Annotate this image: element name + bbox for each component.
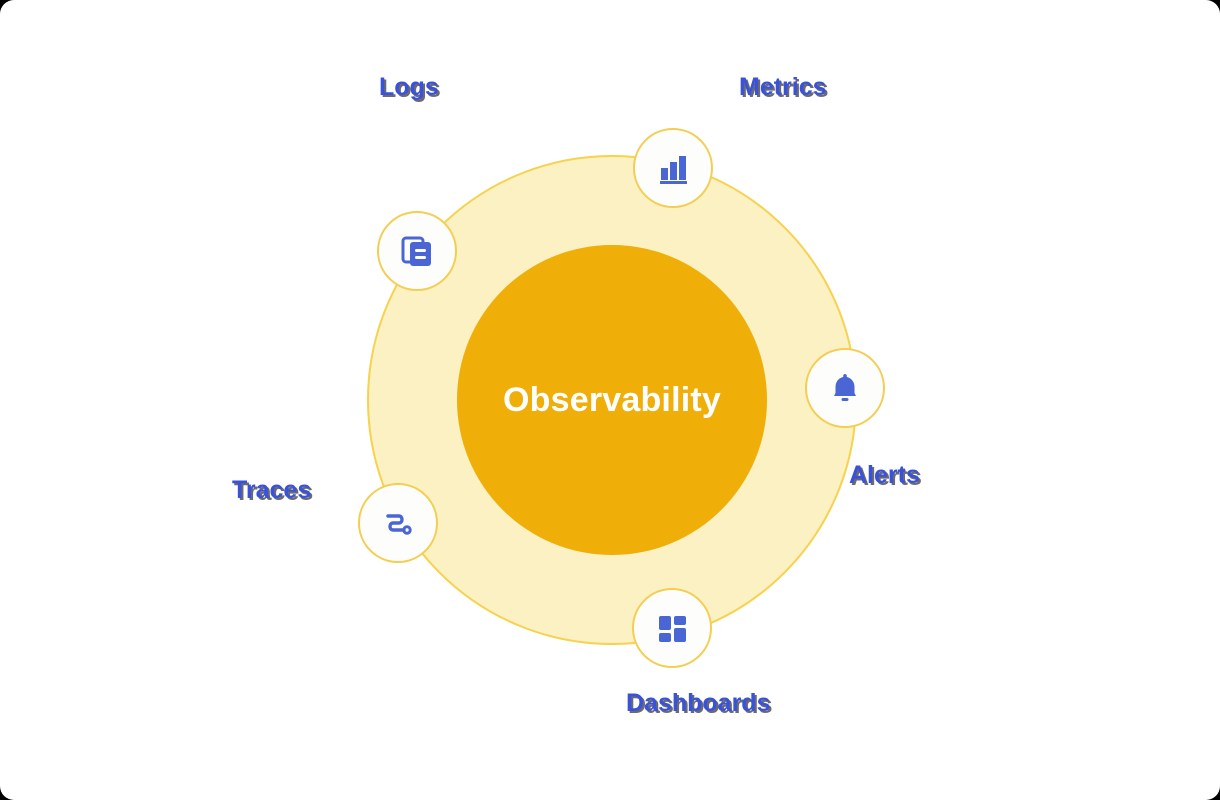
documents-icon [398, 232, 436, 270]
label-alerts: Alerts [849, 461, 920, 489]
label-dashboards: Dashboards [626, 689, 771, 717]
label-traces: Traces [232, 476, 312, 504]
core-label: Observability [502, 380, 722, 419]
node-traces[interactable] [358, 483, 438, 563]
core-circle: Observability [457, 245, 767, 555]
bar-chart-icon [654, 149, 692, 187]
label-metrics: Metrics [739, 73, 827, 101]
bell-icon [826, 369, 864, 407]
node-metrics[interactable] [633, 128, 713, 208]
node-logs[interactable] [377, 211, 457, 291]
label-logs: Logs [379, 73, 439, 101]
grid-icon [653, 609, 691, 647]
node-alerts[interactable] [805, 348, 885, 428]
route-icon [379, 504, 417, 542]
node-dashboards[interactable] [632, 588, 712, 668]
